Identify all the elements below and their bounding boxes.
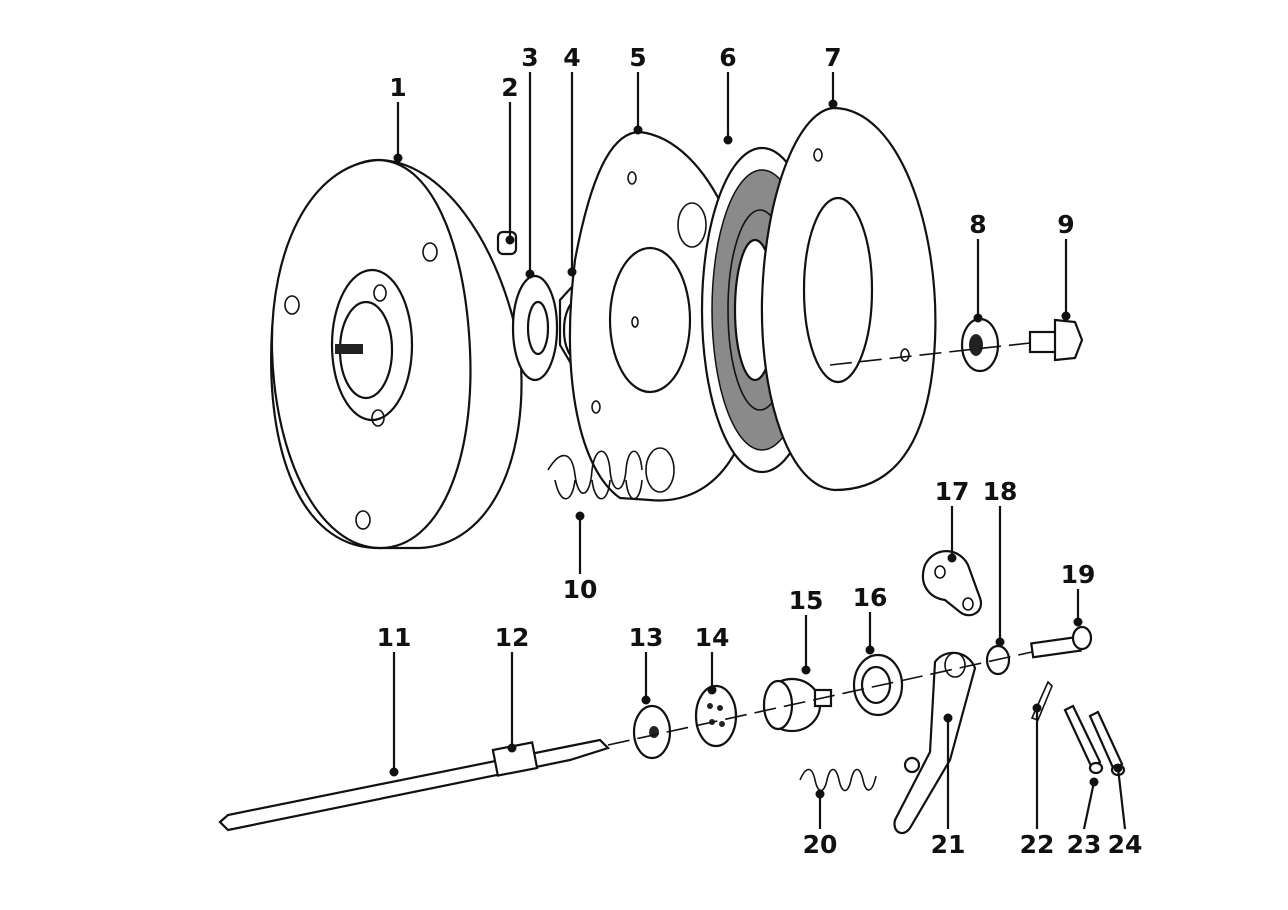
leader-dot-4 bbox=[567, 267, 577, 277]
leader-dot-11 bbox=[389, 767, 399, 777]
leader-dot-14 bbox=[707, 685, 717, 695]
part-9-bolt bbox=[1028, 318, 1084, 362]
callout-label-5: 5 bbox=[629, 43, 646, 72]
leader-dot-5 bbox=[633, 125, 643, 135]
leader-dot-21 bbox=[943, 713, 953, 723]
leader-dot-2 bbox=[505, 235, 515, 245]
part-13-washer bbox=[632, 704, 672, 760]
part-10-spring bbox=[547, 450, 643, 500]
part-1-flywheel bbox=[270, 158, 523, 550]
part-19-pivot-bolt bbox=[1030, 625, 1093, 659]
callout-label-6: 6 bbox=[719, 43, 736, 72]
callout-label-2: 2 bbox=[501, 73, 518, 102]
callout-label-4: 4 bbox=[563, 43, 580, 72]
leader-dot-7 bbox=[828, 99, 838, 109]
callout-label-22: 22 bbox=[1020, 830, 1055, 859]
leader-dot-1 bbox=[393, 153, 403, 163]
leader-dot-23 bbox=[1089, 777, 1099, 787]
assembly-axis-lines bbox=[607, 342, 1033, 746]
part-21-release-lever bbox=[893, 651, 977, 835]
callout-label-11: 11 bbox=[377, 623, 412, 652]
part-15-release-hub bbox=[762, 677, 833, 733]
callout-label-15: 15 bbox=[789, 586, 824, 615]
part-20-spring bbox=[799, 768, 877, 792]
leader-line-24 bbox=[1116, 767, 1127, 830]
leader-dot-22 bbox=[1032, 703, 1042, 713]
leader-dot-3 bbox=[525, 269, 535, 279]
leader-dot-19 bbox=[1073, 617, 1083, 627]
leader-dot-13 bbox=[641, 695, 651, 705]
part-11-shaft bbox=[218, 738, 611, 832]
leader-dot-18 bbox=[995, 637, 1005, 647]
callout-label-14: 14 bbox=[695, 623, 730, 652]
part-8-washer bbox=[960, 317, 1000, 373]
callout-label-13: 13 bbox=[629, 623, 664, 652]
callout-label-17: 17 bbox=[935, 477, 970, 506]
leader-line-23 bbox=[1082, 781, 1096, 830]
leader-dot-17 bbox=[947, 553, 957, 563]
part-5-pressure-plate bbox=[568, 130, 757, 502]
callout-label-3: 3 bbox=[521, 43, 538, 72]
leader-dot-6 bbox=[723, 135, 733, 145]
part-22-cotter-pin bbox=[1030, 680, 1053, 721]
callout-label-8: 8 bbox=[969, 210, 986, 239]
leader-dot-8 bbox=[973, 313, 983, 323]
callout-label-24: 24 bbox=[1108, 830, 1143, 859]
part-23-pin bbox=[1063, 704, 1104, 775]
leader-dot-12 bbox=[507, 743, 517, 753]
callout-label-18: 18 bbox=[983, 477, 1018, 506]
leader-dot-20 bbox=[815, 789, 825, 799]
callout-label-1: 1 bbox=[389, 73, 406, 102]
leader-dot-16 bbox=[865, 645, 875, 655]
part-14-perforated-disc bbox=[694, 684, 738, 748]
callout-label-9: 9 bbox=[1057, 210, 1074, 239]
callout-label-23: 23 bbox=[1067, 830, 1102, 859]
leader-dot-15 bbox=[801, 665, 811, 675]
callout-label-20: 20 bbox=[803, 830, 838, 859]
callout-label-10: 10 bbox=[563, 575, 598, 604]
callout-label-19: 19 bbox=[1061, 560, 1096, 589]
part-7-cover-plate bbox=[760, 106, 937, 492]
leader-dot-9 bbox=[1061, 311, 1071, 321]
leader-dot-24 bbox=[1113, 763, 1123, 773]
part-3-washer bbox=[511, 274, 559, 382]
part-17-clamp bbox=[921, 550, 983, 617]
leader-dot-10 bbox=[575, 511, 585, 521]
callout-label-12: 12 bbox=[495, 623, 530, 652]
callout-label-7: 7 bbox=[824, 43, 841, 72]
callout-label-16: 16 bbox=[853, 583, 888, 612]
callout-label-21: 21 bbox=[931, 830, 966, 859]
